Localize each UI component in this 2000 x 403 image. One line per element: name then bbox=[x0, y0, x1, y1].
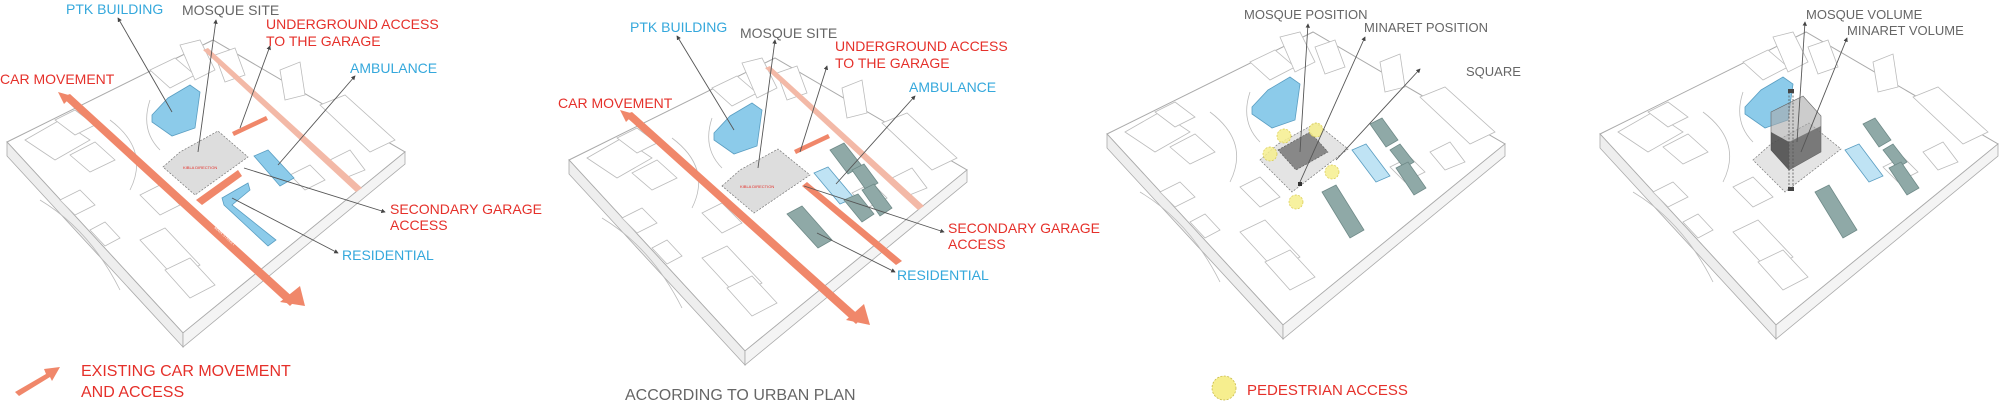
secondary-garage-label-2: ACCESS bbox=[390, 217, 448, 233]
ptk-building-label: PTK BUILDING bbox=[66, 1, 163, 17]
mosque-site-label: MOSQUE SITE bbox=[182, 2, 279, 18]
mosque-site-area bbox=[721, 148, 811, 214]
underground-access-label-2: TO THE GARAGE bbox=[835, 55, 950, 71]
urban-plan-caption: ACCORDING TO URBAN PLAN bbox=[625, 387, 856, 403]
mosque-site-area bbox=[162, 130, 249, 196]
legend-pedestrian-access: PEDESTRIAN ACCESS bbox=[1211, 375, 1408, 401]
secondary-garage-label-2: ACCESS bbox=[948, 236, 1006, 252]
panel-positions: MOSQUE POSITION MINARET POSITION SQUARE bbox=[1106, 7, 1521, 340]
secondary-road bbox=[203, 48, 362, 192]
underground-access-label-2: TO THE GARAGE bbox=[266, 33, 381, 49]
ambulance-label: AMBULANCE bbox=[350, 60, 437, 76]
residential-building-shape bbox=[221, 182, 277, 247]
ambulance-label: AMBULANCE bbox=[909, 79, 996, 95]
panel-volumes: MOSQUE VOLUME MINARET VOLUME bbox=[1599, 7, 1999, 340]
pedestrian-access-points bbox=[1262, 122, 1340, 210]
square-label: SQUARE bbox=[1466, 64, 1521, 79]
planned-buildings bbox=[786, 142, 893, 249]
ambulance-building-shape bbox=[253, 149, 295, 187]
ptk-building-shape bbox=[1251, 76, 1301, 129]
kibla-direction-label: KIBLA DIRECTION bbox=[740, 184, 774, 189]
svg-text:PEDESTRIAN ACCESS: PEDESTRIAN ACCESS bbox=[1247, 382, 1408, 399]
pedestrian-circle-icon bbox=[1211, 375, 1237, 401]
mosque-volume bbox=[1770, 95, 1822, 171]
minaret-position-marker bbox=[1298, 182, 1302, 186]
svg-text:AND ACCESS: AND ACCESS bbox=[81, 384, 184, 401]
minaret-volume-label: MINARET VOLUME bbox=[1847, 23, 1964, 38]
ptk-building-shape bbox=[151, 84, 201, 137]
car-movement-label: CAR MOVEMENT bbox=[558, 95, 673, 111]
panel-urban-plan: KIBLA DIRECTION PTK BUILDING MOSQUE SITE… bbox=[558, 19, 1100, 366]
residential-label: RESIDENTIAL bbox=[897, 267, 989, 283]
residential-label: RESIDENTIAL bbox=[342, 247, 434, 263]
ptk-building-shape bbox=[713, 102, 763, 155]
underground-access-label: UNDERGROUND ACCESS bbox=[266, 16, 439, 32]
car-movement-label: CAR MOVEMENT bbox=[0, 71, 115, 87]
kibla-direction-label: KIBLA DIRECTION bbox=[183, 165, 217, 170]
minaret-volume bbox=[1788, 89, 1794, 191]
mosque-position-area bbox=[1277, 131, 1329, 171]
mosque-position-label: MOSQUE POSITION bbox=[1244, 7, 1368, 22]
mosque-site-label: MOSQUE SITE bbox=[740, 25, 837, 41]
car-movement-arrow bbox=[58, 92, 305, 306]
secondary-garage-label: SECONDARY GARAGE bbox=[390, 201, 542, 217]
minaret-position-label: MINARET POSITION bbox=[1364, 20, 1488, 35]
secondary-garage-label: SECONDARY GARAGE bbox=[948, 220, 1100, 236]
panel-existing: KIBLA DIRECTION MAIN STREET PTK BUILDING… bbox=[0, 1, 542, 401]
legend-existing-car-movement: EXISTING CAR MOVEMENT AND ACCESS bbox=[15, 363, 291, 401]
underground-access-label: UNDERGROUND ACCESS bbox=[835, 38, 1008, 54]
mosque-volume-label: MOSQUE VOLUME bbox=[1806, 7, 1923, 22]
ptk-building-label: PTK BUILDING bbox=[630, 19, 727, 35]
arrow-icon bbox=[15, 367, 60, 396]
car-movement-arrow bbox=[620, 110, 902, 325]
svg-text:EXISTING CAR MOVEMENT: EXISTING CAR MOVEMENT bbox=[81, 363, 291, 380]
